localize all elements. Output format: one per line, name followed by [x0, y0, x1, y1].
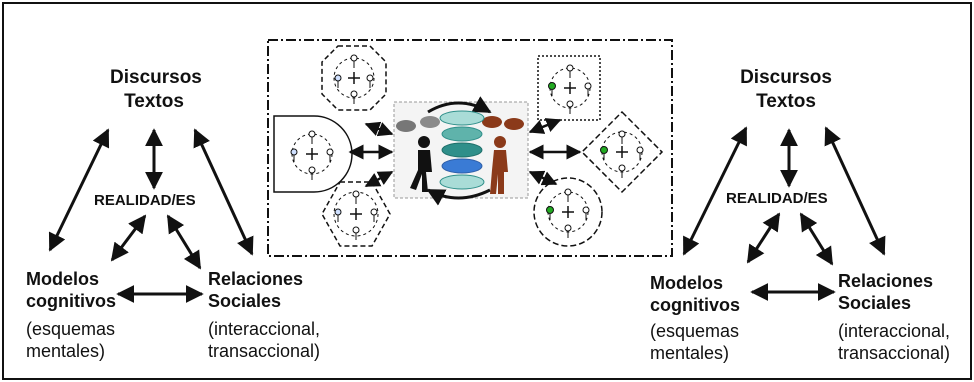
communication-illustration — [393, 96, 529, 206]
left-mentales-label: mentales) — [26, 341, 106, 361]
group-connection-arrows — [348, 118, 582, 188]
right-relation-arrows — [682, 126, 886, 301]
arrow-discursos-modelos-left — [48, 128, 110, 252]
right-realidad-label: REALIDAD/ES — [726, 190, 828, 207]
arrow-discursos-modelos-right — [682, 126, 748, 256]
arrow-realidad-modelos-left — [110, 214, 147, 262]
left-modelos-label: Modelos — [26, 269, 100, 289]
left-sociales-label: Sociales — [208, 291, 282, 311]
left-cognitivos-label: cognitivos — [26, 291, 117, 311]
right-esquemas-label: (esquemas — [650, 321, 740, 341]
left-relaciones-label: Relaciones — [208, 269, 304, 289]
arrow-realidad-relaciones-right — [799, 212, 834, 266]
arrow-discursos-relaciones-left — [193, 128, 254, 256]
arrow-discursos-relaciones-right — [824, 126, 886, 256]
group-diamond-right — [580, 110, 664, 194]
group-octagon-top — [321, 45, 387, 111]
left-relation-arrows — [48, 128, 254, 303]
left-esquemas-label: (esquemas — [26, 319, 116, 339]
right-relaciones-label: Relaciones — [838, 271, 934, 291]
group-circle-bottomright — [533, 177, 603, 247]
left-textos-label: Textos — [124, 91, 184, 112]
left-discursos-label: Discursos — [110, 67, 202, 88]
right-discursos-label: Discursos — [740, 67, 832, 88]
right-modelos-label: Modelos — [650, 273, 724, 293]
right-transaccional-label: transaccional) — [838, 343, 951, 363]
right-sociales-label: Sociales — [838, 293, 912, 313]
right-mentales-label: mentales) — [650, 343, 730, 363]
arrow-realidad-modelos-right — [746, 212, 781, 264]
arrow-realidad-relaciones-left — [166, 214, 202, 270]
group-rect-topright — [537, 55, 601, 121]
group-halfcircle-left — [273, 115, 353, 193]
group-hexagon-bottom — [321, 181, 391, 247]
right-cognitivos-label: cognitivos — [650, 295, 741, 315]
left-interaccional-label: (interaccional, — [208, 319, 321, 339]
left-realidad-label: REALIDAD/ES — [94, 192, 196, 209]
central-illustration-box — [267, 39, 673, 257]
left-transaccional-label: transaccional) — [208, 341, 321, 361]
right-interaccional-label: (interaccional, — [838, 321, 951, 341]
right-textos-label: Textos — [756, 91, 816, 112]
